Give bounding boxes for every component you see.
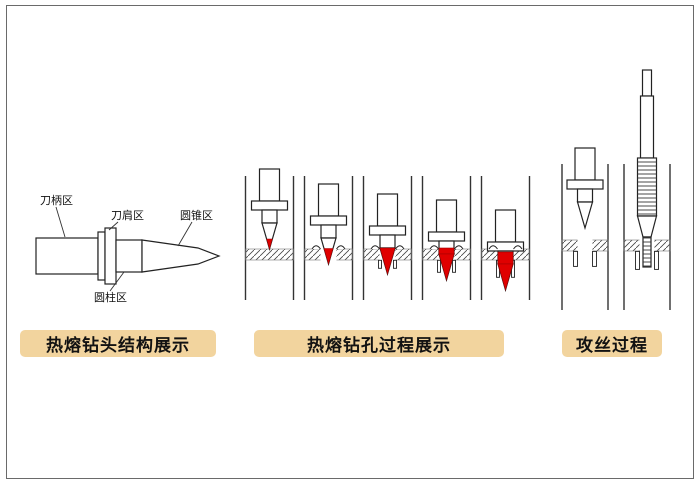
callout-line-shank: [55, 206, 66, 238]
process-section-label-text: 热熔钻孔过程展示: [307, 336, 451, 355]
callout-shank-label: 刀柄区: [40, 194, 73, 207]
tapping-stage-tap: [623, 69, 671, 310]
fixture-walls: [244, 176, 295, 300]
drill-shoulder-disc: [104, 227, 117, 285]
bushing-left: [437, 259, 441, 273]
callout-cylinder-label: 圆柱区: [94, 290, 127, 304]
callout-cone-label: 圆锥区: [180, 209, 213, 222]
tapping-section-label-text: 攻丝过程: [576, 336, 648, 355]
drill-bit: [368, 193, 407, 277]
fixture-walls: [623, 164, 671, 310]
drill-bit: [309, 183, 348, 267]
tap-drive-end: [641, 69, 653, 97]
structure-section-label-text: 热熔钻头结构展示: [46, 336, 190, 355]
process-stage-3: [362, 176, 413, 300]
structure-section-label: 热熔钻头结构展示: [20, 330, 216, 357]
tap-taper: [636, 215, 658, 238]
process-section-label: 热熔钻孔过程展示: [254, 330, 504, 357]
drill-bit: [427, 199, 466, 283]
callout-line-cylinder: [109, 271, 125, 292]
callout-line-shoulder: [108, 221, 119, 231]
drill-structure-diagram: 刀柄区 刀肩区 圆锥区 圆柱区: [35, 194, 221, 304]
heat-zone: [438, 253, 455, 282]
fixture-walls: [303, 176, 354, 300]
drill-bit: [250, 168, 289, 252]
drill-cylinder-zone: [115, 239, 143, 273]
upset-bulge-right: [336, 245, 346, 250]
fixture-walls: [421, 176, 472, 300]
frame-border: [6, 5, 694, 479]
process-stage-1: [244, 168, 295, 300]
tapping-stage-hole: [561, 147, 609, 310]
fixture-walls: [561, 164, 609, 310]
bushing-right: [654, 250, 659, 270]
drilling-process-diagram: [244, 168, 531, 300]
upset-bulge-right: [395, 245, 405, 250]
drill-bit: [566, 147, 604, 231]
drill-cone-zone: [141, 239, 221, 273]
tap-shank: [639, 95, 655, 159]
callout-shoulder-label: 刀肩区: [111, 208, 144, 222]
bushing-right: [592, 250, 597, 267]
drill-bit: [486, 209, 525, 293]
callout-line-cone: [177, 221, 193, 247]
process-stage-2: [303, 176, 354, 300]
tapping-section-label: 攻丝过程: [562, 330, 662, 357]
heat-zone: [266, 238, 273, 251]
heat-zone-cyl: [438, 247, 455, 255]
bushing-right: [393, 259, 397, 269]
heat-zone-cyl: [497, 251, 514, 265]
drill-shank: [35, 237, 99, 275]
fixture-walls: [480, 176, 531, 300]
bushing-left: [378, 259, 382, 269]
drill-bit-side-view: [35, 227, 221, 285]
upset-bulge-left: [488, 245, 498, 250]
upset-bulge-left: [429, 245, 439, 250]
bushing-left: [573, 250, 578, 267]
process-stage-5: [480, 176, 531, 300]
upset-bulge-right: [513, 245, 523, 250]
heat-zone: [379, 247, 396, 276]
process-stage-4: [421, 176, 472, 300]
heat-zone: [497, 263, 514, 292]
upset-bulge-left: [370, 245, 380, 250]
tapping-process-diagram: [561, 69, 671, 310]
tap-tool: [636, 69, 658, 268]
bushing-right: [452, 259, 456, 273]
fixture-walls: [362, 176, 413, 300]
upset-bulge-left: [311, 245, 321, 250]
bushing-left: [635, 250, 640, 270]
drill-shoulder-ring: [97, 231, 106, 281]
heat-zone: [323, 248, 334, 266]
upset-bulge-right: [454, 245, 464, 250]
